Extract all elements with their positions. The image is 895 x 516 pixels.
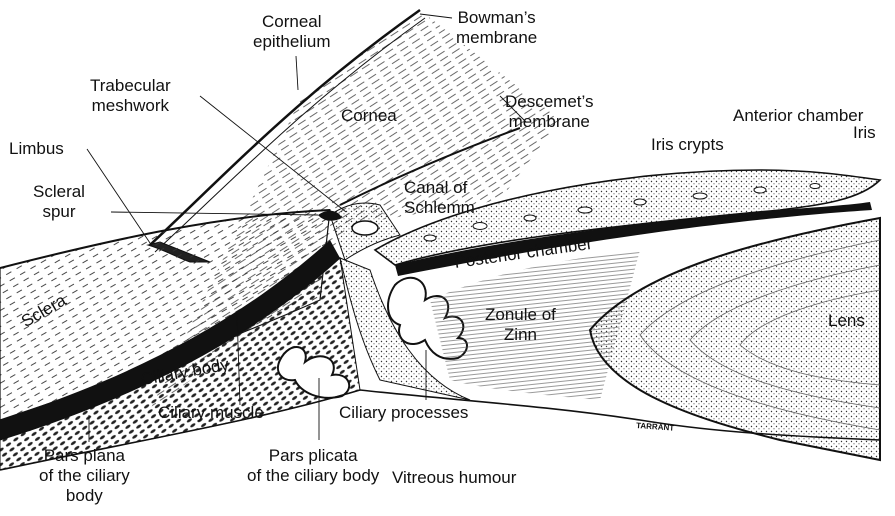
label-cornea: Cornea — [341, 106, 397, 126]
label-corneal-epithelium: Corneal epithelium — [253, 12, 331, 52]
label-bowmans-membrane: Bowman’s membrane — [456, 8, 537, 48]
label-ciliary-processes: Ciliary processes — [339, 403, 468, 423]
label-pars-plicata: Pars plicata of the ciliary body — [247, 446, 379, 486]
label-lens: Lens — [828, 311, 865, 331]
artist-signature: TARRANT — [636, 421, 675, 433]
label-vitreous-humour: Vitreous humour — [392, 468, 516, 488]
canal-of-schlemm-lumen — [352, 221, 378, 235]
label-pars-plana: Pars plana of the ciliary body — [39, 446, 130, 506]
label-ciliary-muscle: Ciliary muscle — [158, 403, 264, 423]
label-anterior-chamber: Anterior chamber — [733, 106, 863, 126]
label-scleral-spur: Scleral spur — [33, 182, 85, 222]
label-trabecular-meshwork: Trabecular meshwork — [90, 76, 171, 116]
label-limbus: Limbus — [9, 139, 64, 159]
label-canal-of-schlemm: Canal of Schlemm — [404, 178, 475, 218]
label-zonule-of-zinn: Zonule of Zinn — [485, 305, 556, 345]
label-iris-crypts: Iris crypts — [651, 135, 724, 155]
label-iris: Iris — [853, 123, 876, 143]
label-descemets-membrane: Descemet’s membrane — [505, 92, 594, 132]
